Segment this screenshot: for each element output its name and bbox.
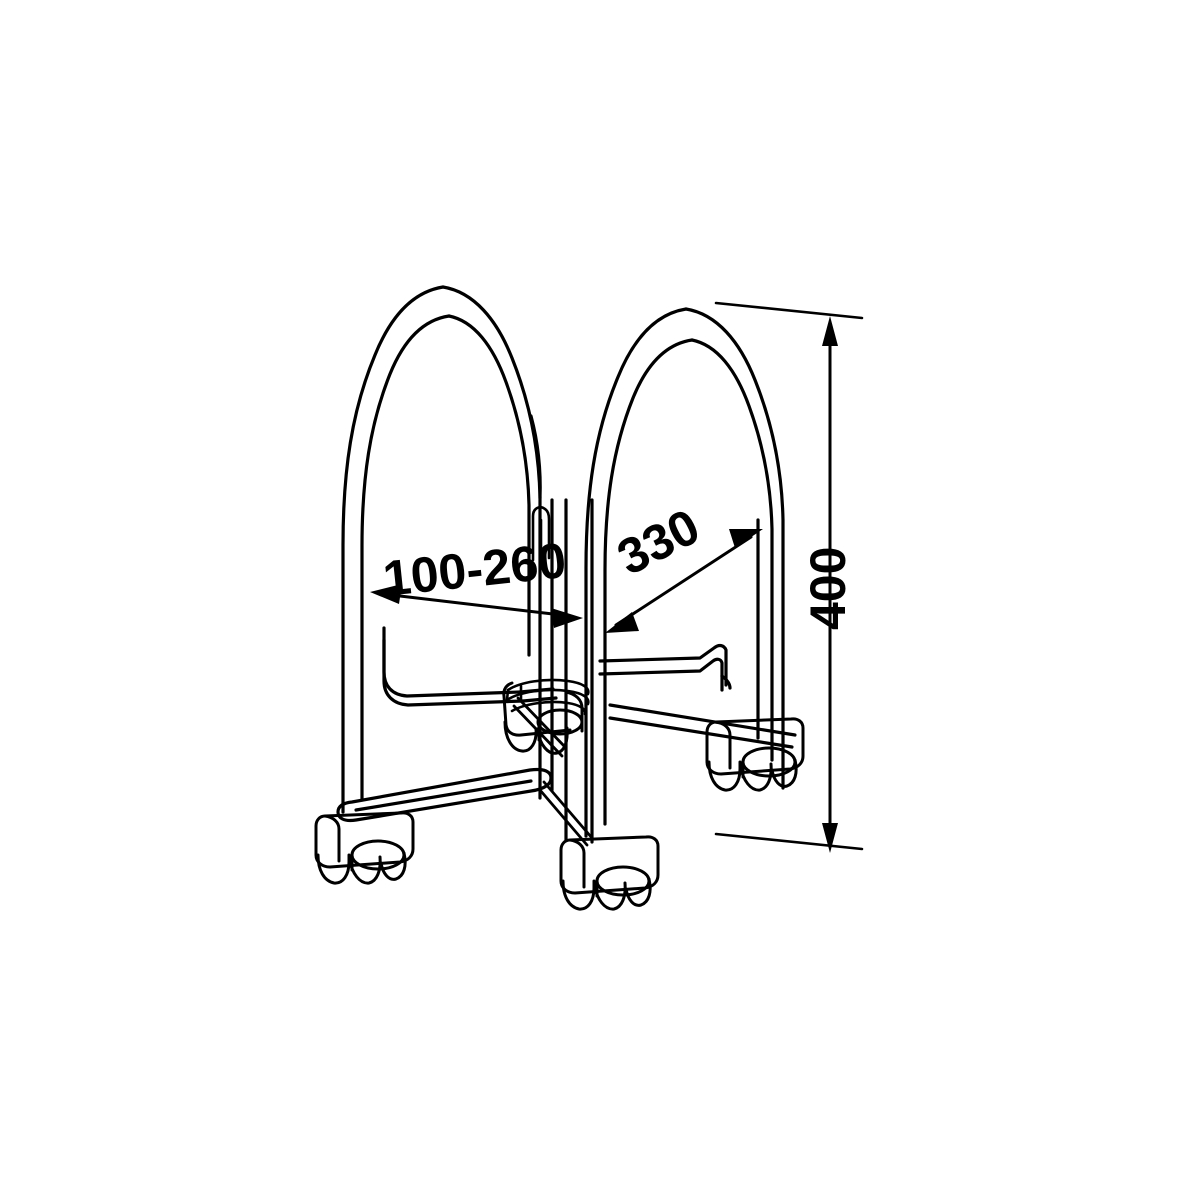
clamp-plate-top-arc — [506, 678, 590, 696]
front-left-caster — [314, 811, 415, 885]
center-u-hook-detail — [531, 505, 551, 562]
front-base-strut-outline — [336, 767, 553, 823]
depth-arrow-upper-right — [729, 529, 763, 548]
left-bracket-rail-bottom-edge — [382, 638, 525, 707]
left-bracket-rail-tip-bottom — [521, 696, 558, 703]
rear-right-caster-wheel-a — [707, 760, 742, 792]
u-hook-loop — [531, 505, 551, 562]
left-arch-inner-left-edge — [360, 314, 451, 802]
front-center-caster — [559, 835, 660, 911]
rear-right-caster-housing-fold — [714, 720, 732, 770]
height-ext-line-bottom — [714, 832, 864, 851]
brace-front-lower-edge — [538, 788, 589, 847]
height-ext-line-top — [714, 301, 864, 320]
front-base-strut-inner-line — [354, 779, 533, 812]
right-upper-bracket-rail — [598, 643, 732, 692]
right-arch-outer-right-edge — [684, 307, 785, 790]
front-center-caster-housing-fold — [568, 838, 586, 889]
dimension-layer — [370, 301, 864, 853]
depth-dim-line — [614, 535, 753, 627]
right-arch-inner-right-edge — [690, 338, 774, 762]
left-tubular-arch-frame — [341, 285, 554, 814]
rear-mid-rail-bottom-edge — [608, 716, 794, 749]
rear-right-caster-wheel-c — [770, 758, 798, 788]
right-bracket-rail-bottom-edge — [598, 657, 724, 692]
right-arch-outer-left-edge — [584, 307, 688, 838]
right-bracket-hook-return — [720, 674, 732, 690]
clamp-plate-third-arc — [510, 700, 587, 716]
front-left-caster-housing-fold — [323, 814, 341, 863]
rear-left-caster-wheel-b — [535, 726, 569, 755]
front-base-strut — [336, 767, 553, 823]
rear-mid-rail-top-edge — [608, 703, 797, 737]
rear-left-caster-stem — [564, 690, 584, 733]
left-arch-inner-right-edge — [447, 314, 531, 657]
left-arch-outer-left-edge — [341, 285, 445, 814]
height-arrow-down — [822, 823, 838, 853]
height-arrow-up — [822, 316, 838, 346]
right-bracket-rail-top-edge — [598, 643, 728, 687]
clamp-plate-left-edge — [505, 688, 510, 702]
depth-arrow-lower-left — [605, 612, 639, 633]
front-left-caster-wheel-a — [316, 853, 351, 885]
front-center-caster-wheel-c — [624, 877, 652, 907]
center-vertical-post — [564, 498, 594, 844]
rear-left-caster — [502, 681, 584, 755]
right-tubular-arch-frame — [584, 307, 785, 838]
front-left-caster-wheel-c — [379, 851, 407, 881]
rear-left-caster-wheel-a — [503, 720, 538, 753]
right-arch-inner-left-edge — [603, 338, 694, 826]
width-arrow-right — [551, 608, 583, 628]
brace-front-upper-edge — [542, 780, 594, 840]
product-linework — [314, 285, 805, 911]
rear-mid-rail — [608, 703, 797, 749]
left-arch-tube-depth-blend — [529, 414, 542, 500]
rear-right-caster — [705, 717, 805, 792]
height-dimension-label: 400 — [800, 547, 856, 630]
width-dim-line — [381, 592, 572, 618]
width-arrow-left — [370, 584, 402, 604]
front-center-caster-wheel-a — [561, 879, 596, 911]
